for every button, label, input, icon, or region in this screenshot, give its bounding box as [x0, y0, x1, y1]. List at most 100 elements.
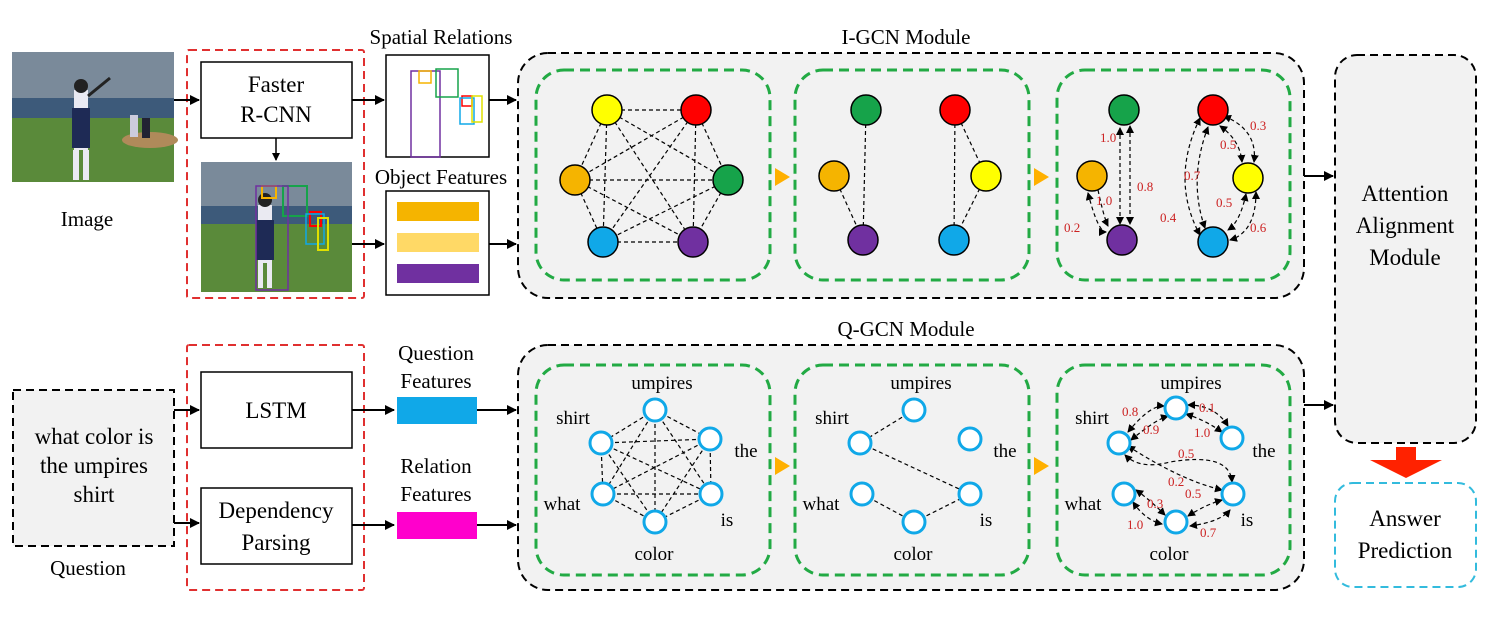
q-gcn-module-box [517, 344, 1305, 591]
faster-rcnn-label-line1: Faster [248, 72, 305, 97]
word-color: color [893, 544, 933, 565]
i-gcn-weighted-edges [1085, 114, 1260, 242]
node-blue [1197, 226, 1229, 258]
question-features-label-line1: Question [398, 341, 474, 365]
edge-weight: 0.7 [1184, 168, 1201, 183]
relation-feature-bar [397, 512, 477, 539]
node-green [850, 94, 882, 126]
word-umpires: umpires [890, 373, 951, 394]
edge-weight: 0.8 [1122, 404, 1138, 419]
i-gcn-module-title: I-GCN Module [842, 25, 971, 49]
node-blue [938, 224, 970, 256]
word-shirt: shirt [556, 408, 591, 429]
node-red [939, 94, 971, 126]
node-blue [587, 226, 619, 258]
node-purple [677, 226, 709, 258]
word-the: the [734, 441, 757, 462]
word-is: is [1241, 510, 1254, 531]
question-features-label-line2: Features [400, 369, 471, 393]
q-gcn-panel-1 [534, 363, 772, 577]
node-red [680, 94, 712, 126]
node-yellow [591, 94, 623, 126]
dependency-parsing-line2: Parsing [242, 530, 312, 555]
image-label: Image [61, 207, 113, 231]
edge-weight: 0.7 [1200, 525, 1217, 540]
answer-prediction-line2: Prediction [1358, 538, 1453, 563]
node-purple [847, 224, 879, 256]
node-yellow [1232, 162, 1264, 194]
relation-features-label-line2: Features [400, 482, 471, 506]
i-gcn-panel-1 [534, 68, 772, 282]
node-orange [818, 160, 850, 192]
node-orange [1076, 160, 1108, 192]
word-umpires: umpires [631, 373, 692, 394]
edge-weight: 0.5 [1216, 195, 1232, 210]
q-gcn-nodes-1 [588, 397, 724, 535]
lstm-box [200, 371, 353, 449]
node-purple [1106, 224, 1138, 256]
word-color: color [634, 544, 674, 565]
question-box [12, 389, 175, 547]
to-answer-arrow [1370, 447, 1442, 478]
stage-arrow-2 [1034, 168, 1049, 186]
object-feature-bar-2 [397, 233, 479, 252]
edge-weight: 0.2 [1168, 474, 1184, 489]
text-processing-group-box [186, 344, 365, 591]
node-red [1197, 94, 1229, 126]
object-feature-bar-3 [397, 264, 479, 283]
word-is: is [721, 510, 734, 531]
edge-weight: 1.0 [1096, 193, 1112, 208]
question-feature-bar [397, 397, 477, 424]
edge-weight: 0.5 [1185, 486, 1201, 501]
dependency-parsing-box [200, 487, 353, 565]
word-what: what [544, 494, 582, 515]
faster-rcnn-label-line2: R-CNN [240, 102, 312, 127]
word-umpires: umpires [1160, 373, 1221, 394]
lstm-label: LSTM [245, 398, 306, 423]
detection-image [201, 162, 352, 292]
faster-rcnn-box [200, 61, 353, 139]
q-gcn-nodes-3 [1106, 395, 1246, 535]
q-gcn-weighted-edges [1124, 401, 1236, 530]
stage-arrow-3 [775, 457, 790, 475]
word-shirt: shirt [1075, 408, 1110, 429]
node-yellow [970, 160, 1002, 192]
dependency-parsing-line1: Dependency [219, 498, 334, 523]
question-text-line1: what color is [35, 424, 154, 449]
attention-alignment-line3: Module [1369, 245, 1441, 270]
word-color: color [1149, 544, 1189, 565]
detection-group-box [186, 49, 365, 299]
question-text-line3: shirt [74, 482, 116, 507]
object-features-label: Object Features [375, 165, 507, 189]
attention-alignment-box [1334, 54, 1477, 444]
edge-weight: 0.3 [1250, 118, 1266, 133]
i-gcn-panel-3 [1055, 68, 1292, 282]
edge-weight: 0.3 [1147, 496, 1163, 511]
edge-weight: 1.0 [1100, 130, 1116, 145]
stage-arrow-1 [775, 168, 790, 186]
q-gcn-panel-2 [793, 363, 1031, 577]
q-gcn-panel-3 [1055, 363, 1292, 577]
edge-weight: 1.0 [1194, 425, 1210, 440]
word-the: the [993, 441, 1016, 462]
word-shirt: shirt [815, 408, 850, 429]
edge-weight: 0.5 [1220, 137, 1236, 152]
q-gcn-module-title: Q-GCN Module [837, 317, 974, 341]
stage-arrow-4 [1034, 457, 1049, 475]
attention-alignment-line1: Attention [1362, 181, 1449, 206]
attention-alignment-line2: Alignment [1356, 213, 1455, 238]
edge-weight: 0.8 [1137, 179, 1153, 194]
edge-weight: 0.4 [1160, 210, 1177, 225]
answer-prediction-box [1334, 482, 1477, 588]
edge-weight: 1.0 [1127, 517, 1143, 532]
input-image [12, 52, 178, 182]
edge-weight: 0.6 [1250, 220, 1267, 235]
question-label: Question [50, 556, 126, 580]
q-gcn-nodes-2 [847, 397, 983, 535]
node-green [1108, 94, 1140, 126]
question-text-line2: the umpires [40, 453, 148, 478]
node-orange [559, 164, 591, 196]
answer-prediction-line1: Answer [1369, 506, 1441, 531]
